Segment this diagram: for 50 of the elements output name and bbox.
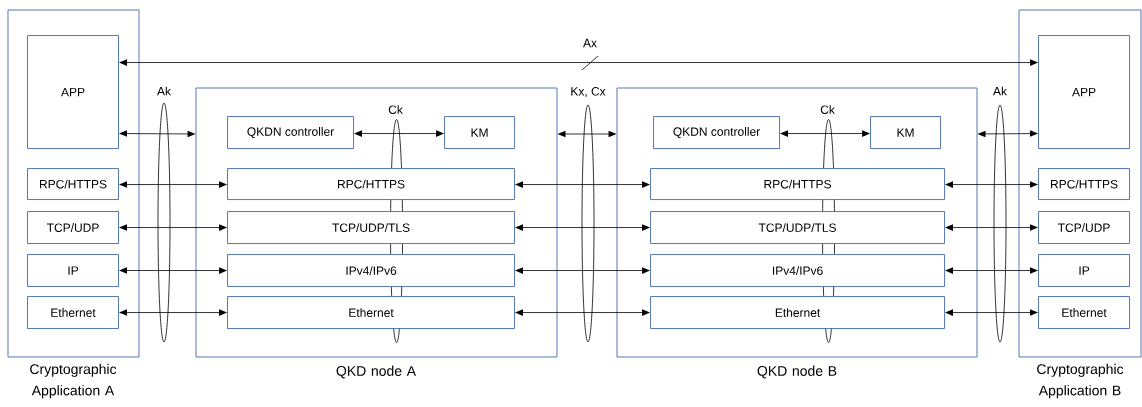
layer-box: IP xyxy=(27,254,119,287)
interface-label: Ak xyxy=(157,86,172,96)
interface-label: Kx, Cx xyxy=(571,87,606,97)
arrow xyxy=(945,309,1039,316)
interface-label: Ck xyxy=(388,105,403,114)
layer-box: KM xyxy=(444,116,515,149)
layer-box: Ethernet xyxy=(227,296,515,329)
arrow xyxy=(515,267,651,274)
arrow xyxy=(780,130,871,137)
arrow xyxy=(119,224,228,231)
layer-box: TCP/UDP/TLS xyxy=(227,211,515,244)
layer-box: KM xyxy=(870,116,941,149)
caption-text: Cryptographic Application B xyxy=(1037,363,1124,399)
layer-box: IP xyxy=(1038,254,1130,287)
layer-box: Ethernet xyxy=(1038,296,1130,329)
arrow xyxy=(119,130,196,138)
arrow xyxy=(945,267,1039,274)
layer-box: IPv4/IPv6 xyxy=(227,254,515,287)
arrow xyxy=(119,267,228,274)
layer-box: RPC/HTTPS xyxy=(1038,168,1130,200)
layer-box: RPC/HTTPS xyxy=(27,168,119,200)
arrow xyxy=(557,130,617,138)
arrow xyxy=(515,224,651,231)
caption-text: Cryptographic Application A xyxy=(30,363,117,399)
layer-box: Ethernet xyxy=(650,296,945,329)
arrow xyxy=(119,309,228,316)
arrow xyxy=(977,130,1039,138)
arrow xyxy=(119,59,1039,66)
arrow xyxy=(515,181,651,188)
layer-box: RPC/HTTPS xyxy=(227,168,515,200)
interface-label: Ck xyxy=(820,105,835,114)
layer-box: RPC/HTTPS xyxy=(650,168,945,200)
layer-box: TCP/UDP/TLS xyxy=(650,211,945,244)
arrow xyxy=(119,181,228,188)
layer-box: TCP/UDP xyxy=(1038,211,1130,244)
caption-text: QKD node B xyxy=(757,365,837,379)
edge-label: Ax xyxy=(583,38,597,48)
arrow xyxy=(945,224,1039,231)
arrow xyxy=(945,181,1039,188)
layer-box: QKDN controller xyxy=(653,116,780,149)
arrow xyxy=(354,130,445,137)
interface-label: Ak xyxy=(993,86,1008,96)
layer-box: IPv4/IPv6 xyxy=(650,254,945,287)
arrow xyxy=(515,309,651,316)
layer-box: APP xyxy=(27,35,119,149)
layer-box: QKDN controller xyxy=(227,116,354,149)
layer-box: APP xyxy=(1038,35,1130,149)
layer-box: Ethernet xyxy=(27,296,119,329)
caption-text: QKD node A xyxy=(336,365,417,379)
layer-box: TCP/UDP xyxy=(27,211,119,244)
